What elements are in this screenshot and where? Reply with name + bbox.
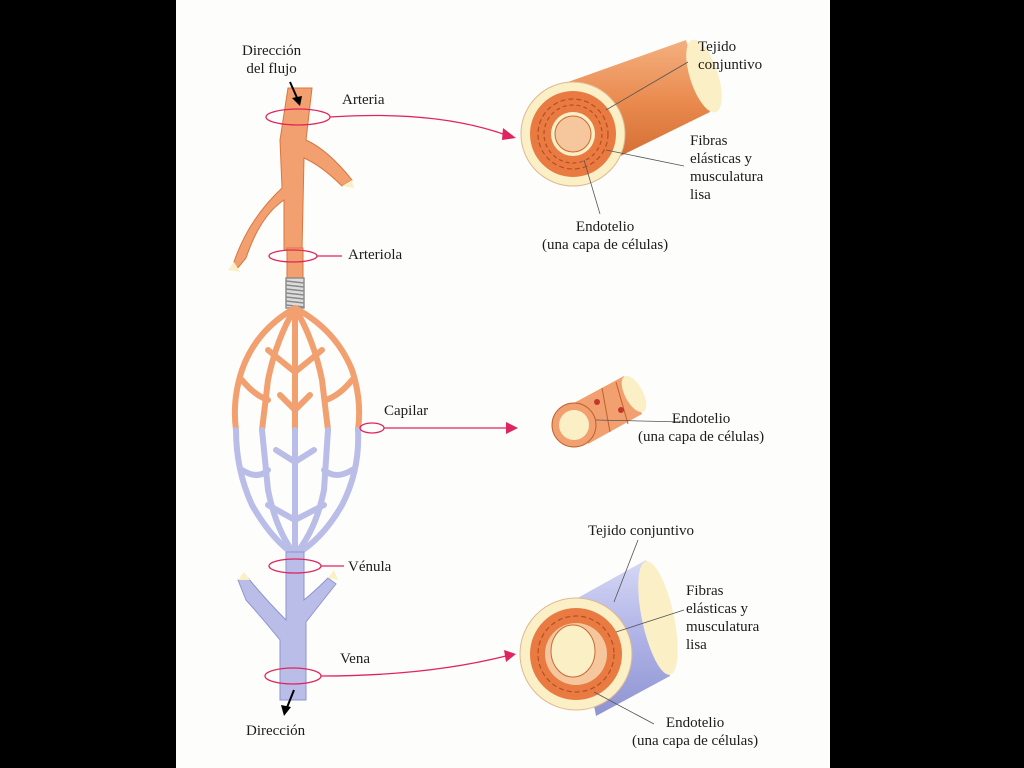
diagram-panel: Dirección del flujo Arteria Arteriola Ca… [176, 0, 830, 768]
vein-label: Vena [340, 651, 370, 667]
vein-endothelium-label: Endotelio (una capa de células) [632, 715, 759, 749]
pointer-lines [264, 108, 511, 685]
capillary-label: Capilar [384, 403, 429, 419]
flow-direction-top-label: Dirección del flujo [242, 43, 302, 77]
capillary-endothelium-label: Endotelio (una capa de células) [638, 411, 765, 445]
vein-connective-tissue-label: Tejido conjuntivo [588, 523, 695, 539]
artery-elastic-fibers-label: Fibras elásticas y musculatura lisa [690, 133, 764, 203]
sphincter-coil [285, 277, 305, 309]
flow-direction-bottom-label: Dirección [246, 723, 306, 739]
artery-cross-section [520, 39, 722, 187]
vein-trunk [237, 551, 337, 701]
artery-label: Arteria [342, 92, 385, 108]
arteriole-label: Arteriola [348, 247, 403, 263]
vein-cross-section [519, 560, 678, 716]
blood-vessel-diagram [228, 39, 722, 725]
capillary-bed-arterial [231, 305, 363, 433]
pointer-arrowheads [502, 128, 518, 662]
artery-trunk [233, 87, 353, 272]
leader-lines [583, 61, 689, 725]
artery-endothelium-label: Endotelio (una capa de células) [542, 219, 669, 253]
capillary-cross-section [551, 375, 647, 448]
capillary-bed-venous [233, 427, 362, 558]
vein-elastic-fibers-label: Fibras elásticas y musculatura lisa [686, 583, 760, 653]
vessel-tree [228, 87, 363, 701]
artery-connective-tissue-label: Tejido conjuntivo [698, 39, 763, 73]
venule-label: Vénula [348, 559, 392, 575]
flow-arrows [281, 81, 302, 716]
